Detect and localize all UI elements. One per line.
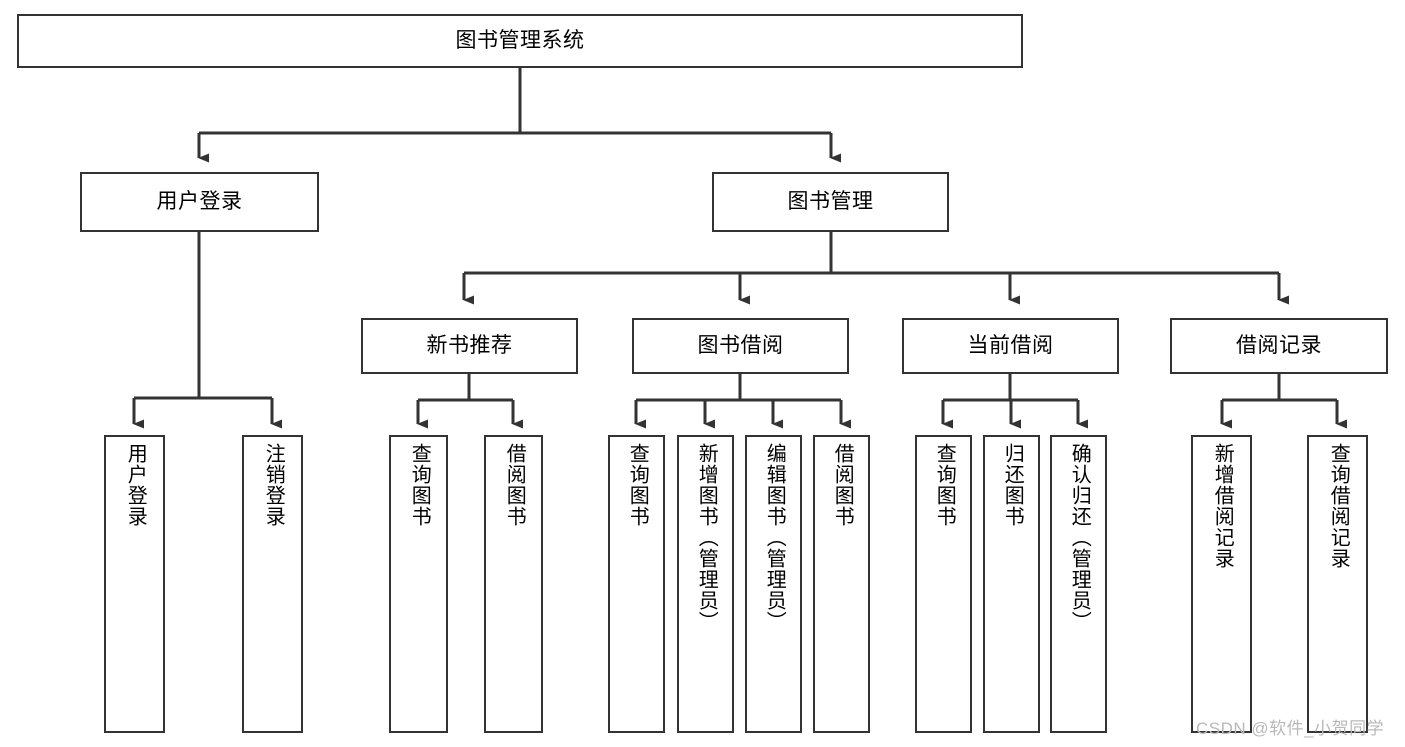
leaf-label: 新增借阅记录 (1211, 443, 1234, 569)
leaf-book-borrow-edit-admin[interactable]: 编辑图书（管理员） (745, 435, 802, 733)
node-current-borrow[interactable]: 当前借阅 (902, 318, 1119, 374)
leaf-label: 用户登录 (124, 443, 147, 527)
node-user-login[interactable]: 用户登录 (80, 172, 319, 232)
leaf-user-login-logout[interactable]: 注销登录 (242, 435, 303, 733)
node-label: 用户登录 (156, 190, 243, 214)
leaf-label: 查询图书 (626, 443, 649, 527)
leaf-new-book-query[interactable]: 查询图书 (389, 435, 448, 733)
leaf-label: 查询图书 (933, 443, 956, 527)
node-borrow-record[interactable]: 借阅记录 (1170, 318, 1388, 374)
node-root-book-management-system[interactable]: 图书管理系统 (17, 14, 1023, 68)
leaf-label: 归还图书 (1001, 443, 1024, 527)
csdn-watermark: CSDN @软件_小贺同学 (1196, 719, 1385, 738)
leaf-label: 新增图书（管理员） (695, 443, 718, 632)
leaf-current-borrow-confirm-admin[interactable]: 确认归还（管理员） (1050, 435, 1107, 733)
node-new-book-recommend[interactable]: 新书推荐 (361, 318, 578, 374)
leaf-user-login-login[interactable]: 用户登录 (104, 435, 165, 733)
leaf-book-borrow-query[interactable]: 查询图书 (608, 435, 665, 733)
leaf-label: 借阅图书 (503, 443, 526, 527)
leaf-current-borrow-query[interactable]: 查询图书 (915, 435, 972, 733)
leaf-current-borrow-return[interactable]: 归还图书 (983, 435, 1040, 733)
leaf-label: 注销登录 (262, 443, 285, 527)
leaf-label: 借阅图书 (831, 443, 854, 527)
node-label: 当前借阅 (967, 334, 1054, 358)
leaf-label: 确认归还（管理员） (1068, 443, 1091, 632)
node-book-management[interactable]: 图书管理 (712, 172, 949, 232)
leaf-label: 查询借阅记录 (1327, 443, 1350, 569)
node-label: 图书借阅 (697, 334, 784, 358)
node-label: 借阅记录 (1236, 334, 1322, 358)
node-label: 新书推荐 (426, 334, 513, 358)
leaf-label: 编辑图书（管理员） (763, 443, 786, 632)
leaf-new-book-borrow[interactable]: 借阅图书 (484, 435, 543, 733)
node-book-borrow[interactable]: 图书借阅 (632, 318, 849, 374)
leaf-borrow-record-query[interactable]: 查询借阅记录 (1307, 435, 1368, 733)
node-label: 图书管理系统 (455, 29, 585, 53)
leaf-borrow-record-add[interactable]: 新增借阅记录 (1191, 435, 1252, 733)
leaf-book-borrow-borrow[interactable]: 借阅图书 (813, 435, 870, 733)
leaf-book-borrow-add-admin[interactable]: 新增图书（管理员） (677, 435, 734, 733)
leaf-label: 查询图书 (408, 443, 431, 527)
node-label: 图书管理 (787, 190, 874, 214)
